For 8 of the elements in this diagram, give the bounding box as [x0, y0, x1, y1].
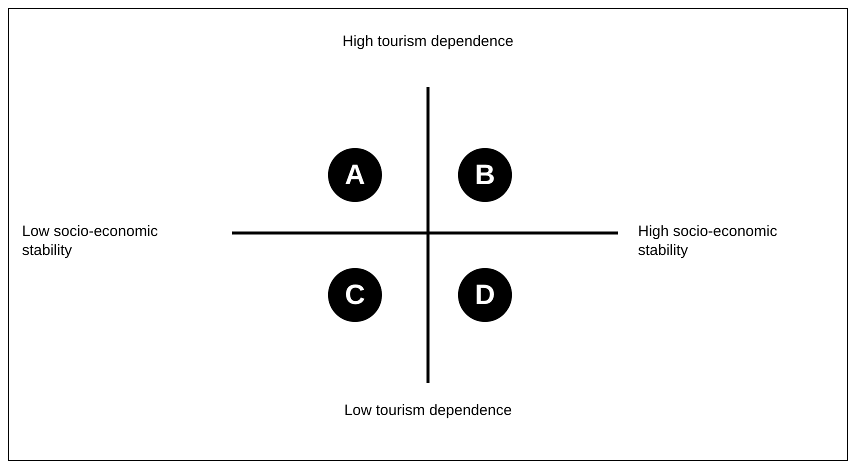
quadrant-badge: B — [458, 148, 512, 202]
axis-label: Low socio-economic stability — [22, 222, 159, 260]
quadrant-badge: C — [328, 268, 382, 322]
axis-label: High socio-economic stability — [638, 222, 778, 260]
quadrant-badge: A — [328, 148, 382, 202]
quadrant-badge: D — [458, 268, 512, 322]
axis-label: High tourism dependence — [342, 32, 514, 51]
axis-label: Low tourism dependence — [343, 401, 513, 420]
